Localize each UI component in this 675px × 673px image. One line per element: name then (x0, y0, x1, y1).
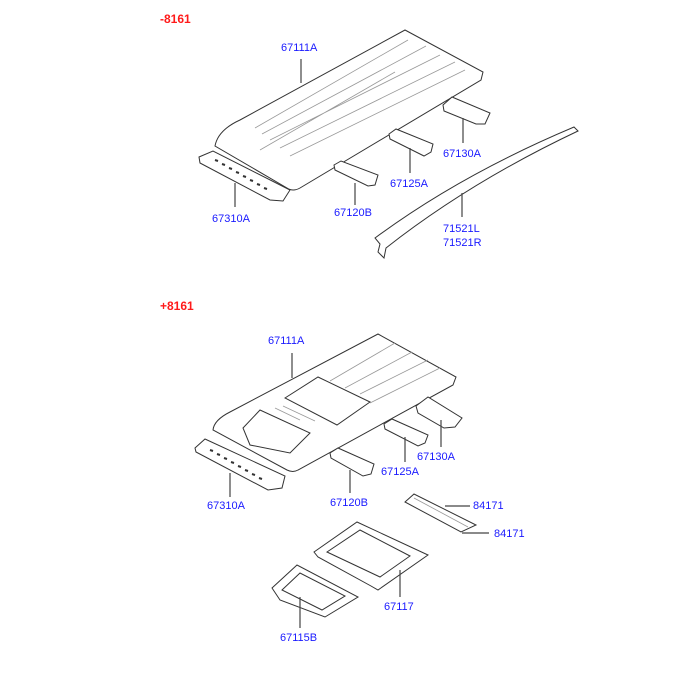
front-rail-drawing-bottom (194, 438, 286, 491)
rail-67120b-drawing-bottom (329, 447, 375, 477)
roof-panel-drawing-top (214, 29, 484, 191)
rail-67120b-drawing-top (333, 160, 379, 187)
rail-67130a-drawing-bottom (415, 396, 463, 429)
part-label-rail-a[interactable]: 67125A (381, 466, 419, 478)
part-label-roof-panel[interactable]: 67111A (281, 42, 318, 54)
part-label-rail-b[interactable]: 67120B (330, 497, 368, 509)
part-label-molding-l[interactable]: 71521L (443, 223, 480, 235)
part-label-molding-r[interactable]: 71521R (443, 237, 482, 249)
part-label-rear-rail[interactable]: 67130A (443, 148, 481, 160)
part-label-sunroof-frame-b[interactable]: 67115B (280, 632, 318, 644)
part-label-sunroof-frame[interactable]: 67117 (384, 601, 414, 613)
front-rail-slots-bottom (209, 449, 263, 480)
pad-84171-drawing (404, 493, 478, 533)
part-label-pad-1[interactable]: 84171 (473, 500, 504, 512)
part-label-rail-a[interactable]: 67125A (390, 178, 428, 190)
front-rail-slots-top (214, 159, 268, 190)
rail-67125a-drawing-bottom (383, 418, 429, 447)
rail-67130a-drawing-top (442, 96, 491, 125)
part-label-rail-b[interactable]: 67120B (334, 207, 372, 219)
section-code-bottom: +8161 (160, 299, 194, 313)
section-code-top: -8161 (160, 12, 191, 26)
part-label-rear-rail[interactable]: 67130A (417, 451, 455, 463)
rail-67125a-drawing-top (388, 128, 434, 157)
roof-panel-drawing-bottom (212, 333, 457, 472)
part-label-roof-panel[interactable]: 67111A (268, 335, 305, 347)
part-label-pad-2[interactable]: 84171 (494, 528, 525, 540)
molding-drawing-top (374, 126, 579, 260)
part-label-front-rail[interactable]: 67310A (212, 213, 250, 225)
part-label-front-rail[interactable]: 67310A (207, 500, 245, 512)
